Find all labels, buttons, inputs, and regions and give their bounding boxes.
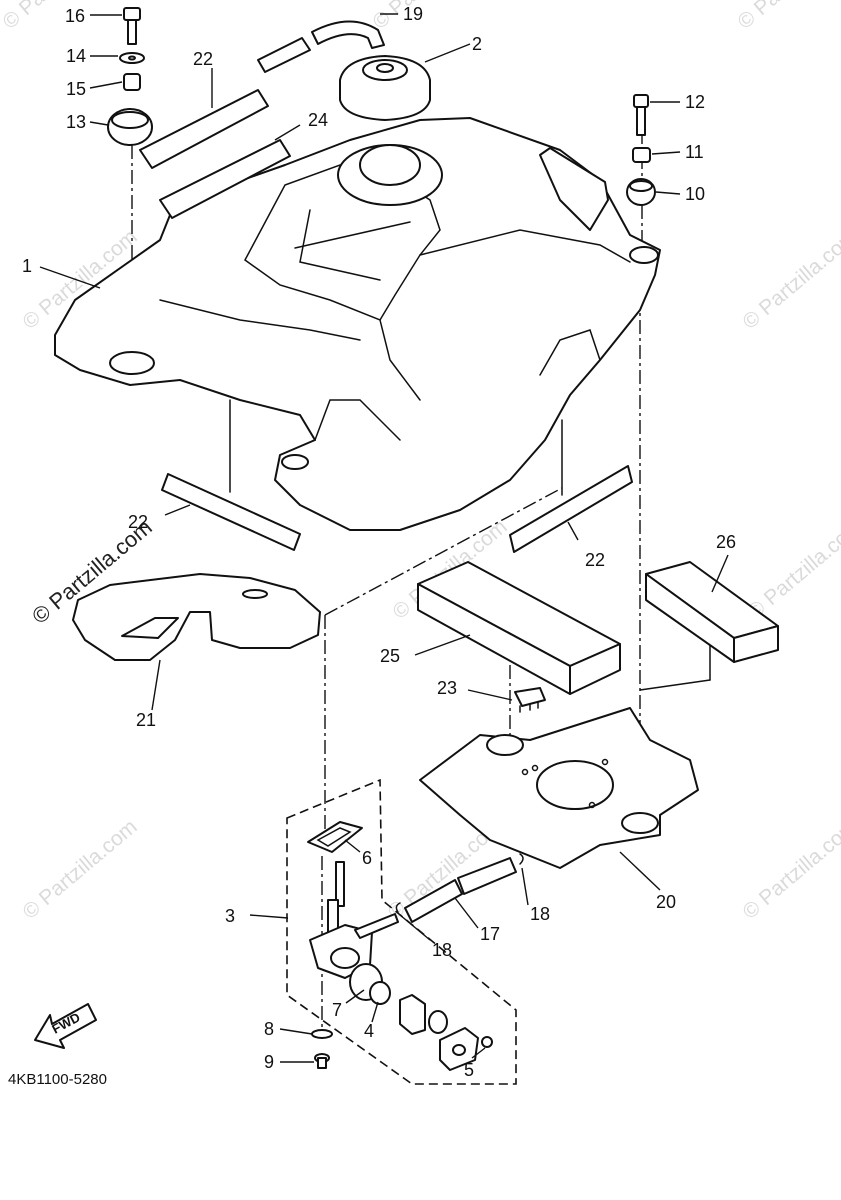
callout-8: 8 [264,1019,274,1039]
callout-17: 17 [480,924,500,944]
callout-14: 14 [66,46,86,66]
callout-18: 18 [432,940,452,960]
fwd-arrow-icon: FWD [34,1003,97,1049]
callout-21: 21 [136,710,156,730]
callout-24: 24 [308,110,328,130]
callout-16: 16 [65,6,85,26]
callout-12: 12 [685,92,705,112]
callout-1: 1 [22,256,32,276]
washer-screw [311,1029,333,1069]
callout-19: 19 [403,4,423,24]
callout-20: 20 [656,892,676,912]
callout-9: 9 [264,1052,274,1072]
watermark-faint: © Partzilla.com [738,225,841,334]
leader-lines [39,13,729,1063]
filler-cap [339,55,431,121]
callout-4: 4 [364,1021,374,1041]
callout-18: 18 [530,904,550,924]
callout-26: 26 [716,532,736,552]
mount-hardware-left [107,7,153,146]
fuel-tank [54,117,661,531]
callout-23: 23 [437,678,457,698]
callout-22: 22 [128,512,148,532]
frame-plate-20 [419,707,699,869]
mount-hardware-right [626,94,656,206]
watermark-faint: © Partzilla.com [368,0,491,34]
protector-plate-21 [72,573,321,661]
fuel-cock-internals [349,963,493,1071]
callout-22: 22 [585,550,605,570]
callouts: 16 14 15 13 22 24 19 2 12 11 10 1 22 22 … [22,4,736,1080]
callout-7: 7 [332,1000,342,1020]
callout-13: 13 [66,112,86,132]
watermark-faint: © Partzilla.com [738,815,841,924]
callout-2: 2 [472,34,482,54]
watermark-faint: © Partzilla.com [0,0,122,34]
callout-3: 3 [225,906,235,926]
damper-block-26 [645,561,779,663]
fuel-hose-17 [395,853,524,923]
breather-hose [257,20,385,73]
watermark-faint: © Partzilla.com [743,515,841,624]
damper-pads [139,89,633,553]
callout-15: 15 [66,79,86,99]
watermark-faint: © Partzilla.com [733,0,841,34]
callout-6: 6 [362,848,372,868]
clip-23 [514,687,546,713]
fuel-cock-3 [309,861,399,979]
callout-11: 11 [685,142,704,162]
callout-5: 5 [464,1060,474,1080]
callout-22: 22 [193,49,213,69]
watermark-faint: © Partzilla.com [18,815,141,924]
fuel-cock-assembly-box [286,778,517,1085]
drawing-code: 4KB1100-5280 [8,1071,107,1088]
gasket-6 [307,821,363,853]
damper-block-25 [417,561,621,695]
callout-25: 25 [380,646,400,666]
callout-10: 10 [685,184,705,204]
